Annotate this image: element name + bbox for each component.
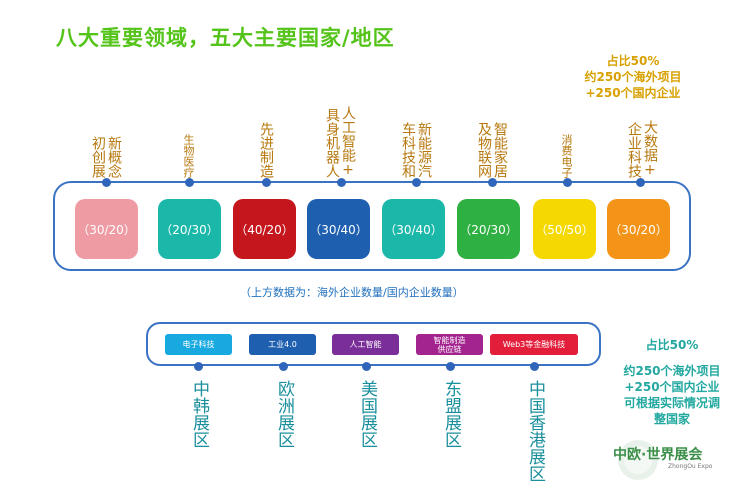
connector-dot bbox=[636, 178, 645, 187]
regions-frame bbox=[146, 322, 601, 366]
sector-label-1: 生物医疗 bbox=[172, 100, 204, 178]
sector-label-4-col2: 车科技和 bbox=[400, 122, 416, 178]
sector-label-3-col2: 具身机器人 bbox=[324, 108, 340, 178]
sector-label-0: 新概念 初创展 bbox=[82, 100, 130, 178]
connector-dot bbox=[194, 362, 203, 371]
sector-tile: （30/20） bbox=[75, 199, 138, 259]
sectors-frame bbox=[53, 181, 691, 271]
connector-dot bbox=[488, 178, 497, 187]
sector-tile-value: （30/40） bbox=[309, 222, 368, 237]
region-button-3: 智能制造 供应链 bbox=[416, 334, 483, 355]
connector-dot bbox=[279, 362, 288, 371]
connector-dot bbox=[262, 178, 271, 187]
logo-subtext: ZhongOu Expo bbox=[668, 463, 713, 470]
sector-label-0-col1: 新概念 bbox=[106, 136, 122, 178]
sector-tile: （20/30） bbox=[158, 199, 221, 259]
sector-tile: （50/50） bbox=[533, 199, 596, 259]
region-name-3: 东盟展区 bbox=[441, 380, 461, 448]
sector-label-7: 大数据+ 企业科技 bbox=[616, 100, 668, 178]
sector-label-3-col1: 人工智能+ bbox=[340, 106, 356, 178]
sector-label-7-col1: 大数据+ bbox=[642, 120, 658, 178]
connector-dot bbox=[446, 362, 455, 371]
region-name-1: 欧洲展区 bbox=[274, 380, 294, 448]
sector-label-3: 人工智能+ 具身机器人 bbox=[314, 100, 366, 178]
sector-tile: （30/20） bbox=[607, 199, 670, 259]
sector-tile-value: （30/20） bbox=[609, 222, 668, 237]
sector-label-5-col1: 智能家居 bbox=[492, 122, 508, 178]
sector-tile-value: （30/20） bbox=[77, 222, 136, 237]
connector-dot bbox=[362, 362, 371, 371]
sector-tile-value: （20/30） bbox=[459, 222, 518, 237]
sector-tile: （40/20） bbox=[233, 199, 296, 259]
region-name-0: 中韩展区 bbox=[189, 380, 209, 448]
sector-label-1-col1: 生物医疗 bbox=[182, 134, 195, 178]
connector-dot bbox=[337, 178, 346, 187]
region-name-2: 美国展区 bbox=[357, 380, 377, 448]
bottom-note-body: 约250个海外项目 +250个国内企业 可根据实际情况调 整国家 bbox=[623, 364, 721, 426]
top-note: 占比50% 约250个海外项目 +250个国内企业 bbox=[584, 54, 682, 100]
connector-dot bbox=[185, 178, 194, 187]
sector-label-5-col2: 及物联网 bbox=[476, 122, 492, 178]
expo-logo bbox=[618, 440, 658, 480]
region-button-0: 电子科技 bbox=[165, 334, 232, 355]
sector-label-5: 智能家居 及物联网 bbox=[466, 100, 518, 178]
region-button-4: Web3等金融科技 bbox=[490, 334, 578, 355]
sector-label-0-col2: 初创展 bbox=[90, 136, 106, 178]
sector-tile-value: （30/40） bbox=[384, 222, 443, 237]
sector-label-4: 新能源汽 车科技和 bbox=[390, 100, 442, 178]
bottom-note-title: 占比50% bbox=[645, 338, 699, 352]
sector-label-2: 先进制造 bbox=[250, 100, 282, 178]
sector-tile: （20/30） bbox=[457, 199, 520, 259]
logo-text: 中欧·世界展会 bbox=[613, 447, 703, 463]
sector-tile-value: （20/30） bbox=[160, 222, 219, 237]
sector-label-6: 消费电子 bbox=[550, 100, 582, 178]
connector-dot bbox=[412, 178, 421, 187]
sector-label-7-col2: 企业科技 bbox=[626, 122, 642, 178]
connector-dot bbox=[563, 178, 572, 187]
region-name-4: 中国香港展区 bbox=[525, 380, 545, 482]
page-title: 八大重要领域，五大主要国家/地区 bbox=[56, 26, 395, 50]
sector-tile: （30/40） bbox=[382, 199, 445, 259]
data-caption: （上方数据为：海外企业数量/国内企业数量） bbox=[240, 286, 464, 299]
sector-tile-value: （40/20） bbox=[235, 222, 294, 237]
sector-tile-value: （50/50） bbox=[535, 222, 594, 237]
connector-dot bbox=[530, 362, 539, 371]
region-button-2: 人工智能 bbox=[332, 334, 399, 355]
sector-label-4-col1: 新能源汽 bbox=[416, 122, 432, 178]
sector-label-6-col1: 消费电子 bbox=[560, 134, 573, 178]
sector-tile: （30/40） bbox=[307, 199, 370, 259]
region-button-1: 工业4.0 bbox=[249, 334, 316, 355]
sector-label-2-col1: 先进制造 bbox=[258, 122, 274, 178]
connector-dot bbox=[102, 178, 111, 187]
